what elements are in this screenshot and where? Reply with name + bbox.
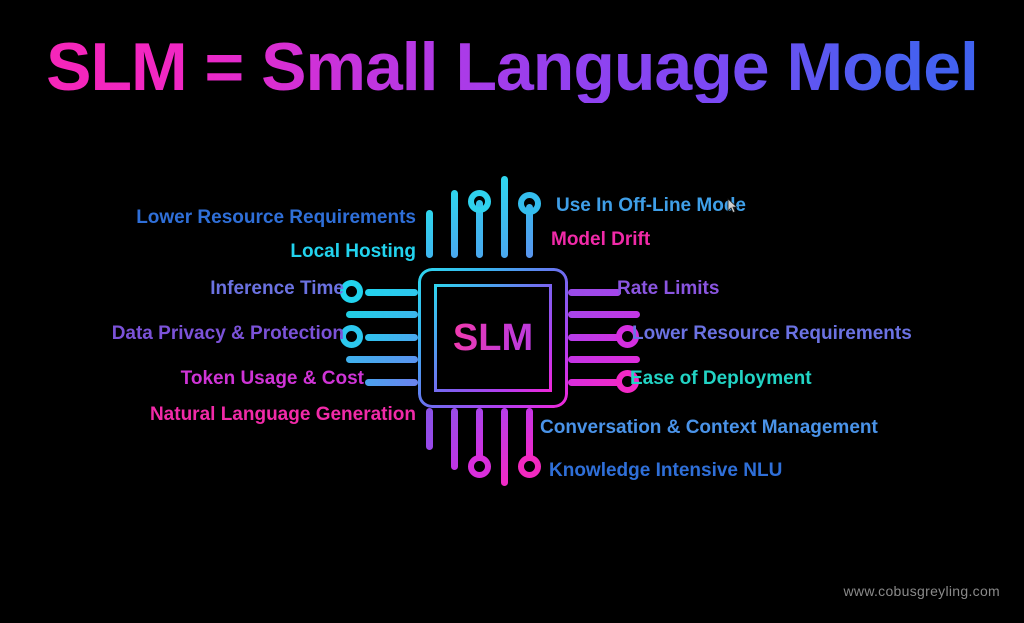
label-natural-language-generation: Natural Language Generation (149, 404, 416, 425)
chip-inner-border (434, 284, 552, 392)
label-ease-of-deployment: Ease of Deployment (630, 368, 812, 389)
chip-ring-left-1 (340, 280, 363, 303)
chip-ring-right-3 (616, 325, 639, 348)
chip-ring-left-3 (340, 325, 363, 348)
chip-ring-top-5 (518, 192, 541, 215)
chip-pin-top-4 (501, 176, 508, 258)
chip-pin-left-5 (365, 379, 418, 386)
chip-pin-left-4 (346, 356, 418, 363)
label-knowledge-intensive-nlu: Knowledge Intensive NLU (549, 460, 783, 481)
chip-label-slm: SLM (418, 268, 568, 408)
label-local-hosting: Local Hosting (290, 241, 416, 262)
label-use-in-offline-mode: Use In Off-Line Mode (556, 195, 746, 216)
label-lower-resource-requirements-left: Lower Resource Requirements (136, 207, 416, 228)
chip-pin-bottom-4 (501, 408, 508, 486)
chip-pin-top-5 (526, 204, 533, 258)
chip-pin-bottom-1 (426, 408, 433, 450)
chip-ring-bottom-3 (468, 455, 491, 478)
slm-chip-diagram: SLM (340, 168, 640, 488)
chip-pin-left-2 (346, 311, 418, 318)
chip-pin-right-3 (568, 334, 621, 341)
chip-pin-right-5 (568, 379, 621, 386)
chip-pin-top-1 (426, 210, 433, 258)
label-token-usage-cost: Token Usage & Cost (180, 368, 364, 389)
chip-pin-top-3 (476, 200, 483, 258)
chip-ring-top-3 (468, 190, 491, 213)
chip-body: SLM (418, 268, 568, 408)
chip-pin-bottom-2 (451, 408, 458, 470)
footer-url: www.cobusgreyling.com (843, 583, 1000, 599)
page-title: SLM = Small Language Model (0, 31, 1024, 103)
chip-pin-bottom-5 (526, 408, 533, 460)
label-model-drift: Model Drift (551, 229, 651, 250)
chip-pin-right-1 (568, 289, 621, 296)
chip-ring-right-5 (616, 370, 639, 393)
label-conversation-context-management: Conversation & Context Management (540, 417, 878, 438)
label-data-privacy-protection: Data Privacy & Protection (111, 323, 344, 344)
chip-ring-bottom-5 (518, 455, 541, 478)
chip-pin-right-2 (568, 311, 640, 318)
label-inference-time: Inference Time (210, 278, 344, 299)
chip-pin-left-1 (365, 289, 418, 296)
chip-pin-bottom-3 (476, 408, 483, 460)
label-rate-limits: Rate Limits (617, 278, 720, 299)
chip-pin-right-4 (568, 356, 640, 363)
chip-pin-top-2 (451, 190, 458, 258)
chip-pin-left-3 (365, 334, 418, 341)
label-lower-resource-requirements-right: Lower Resource Requirements (632, 323, 912, 344)
